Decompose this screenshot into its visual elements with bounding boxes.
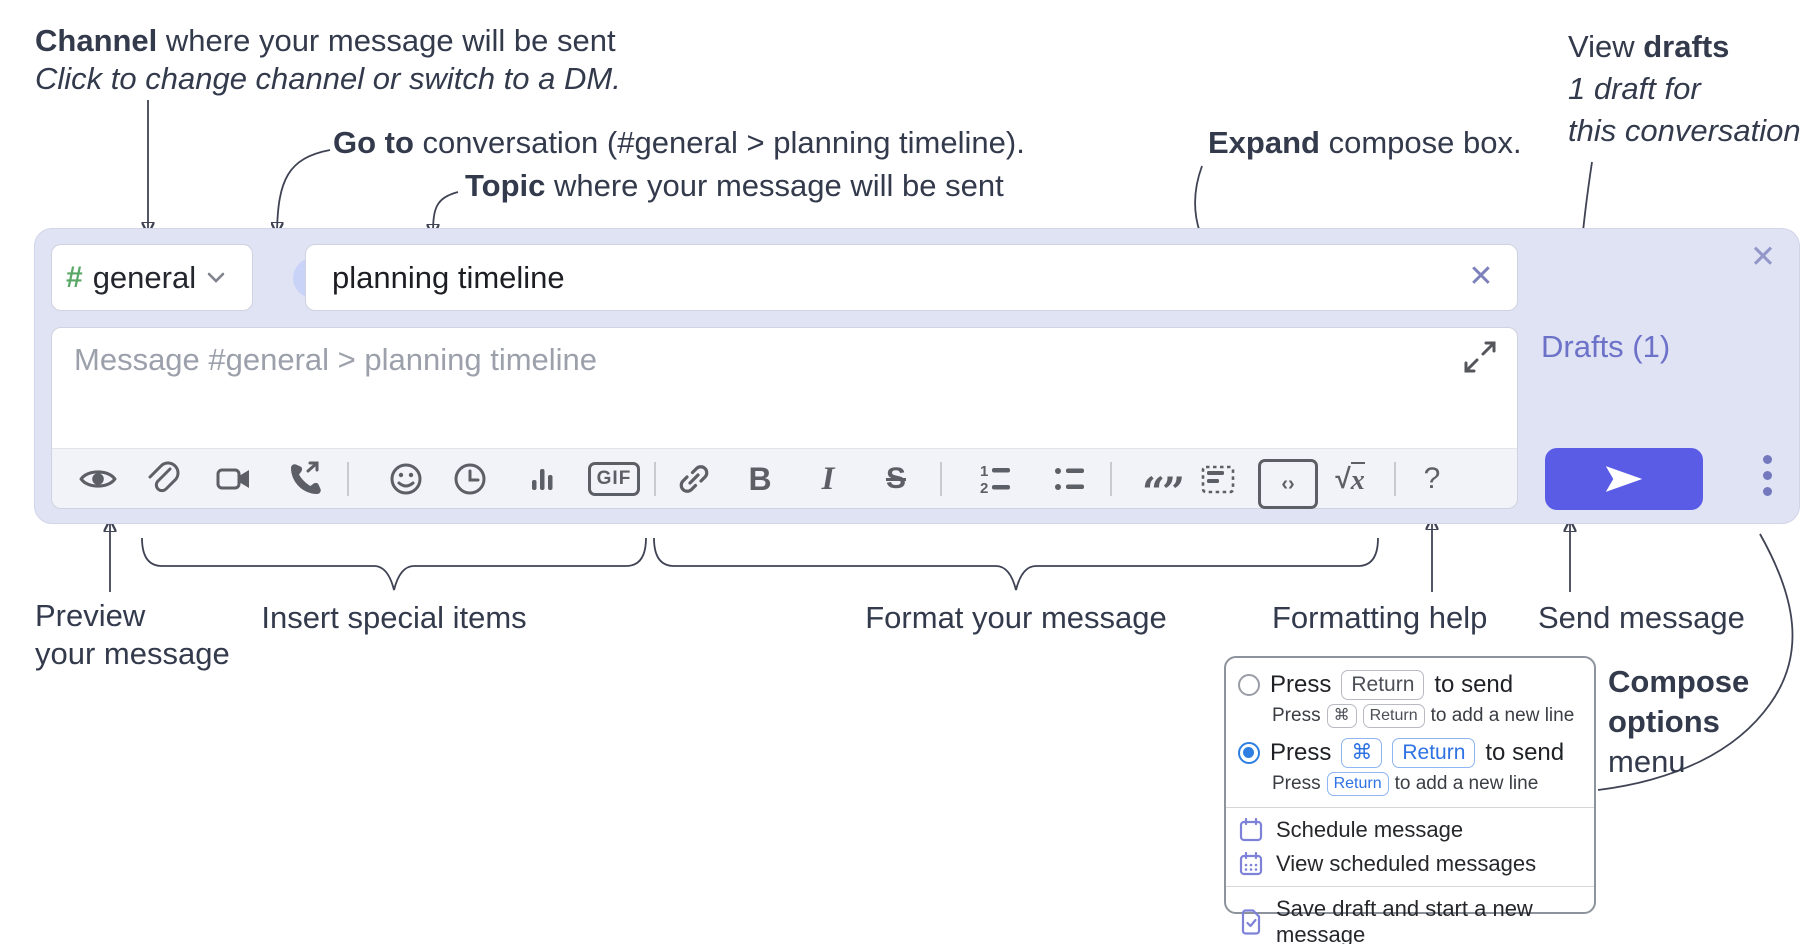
message-input[interactable] xyxy=(52,328,1517,448)
emoji-icon[interactable] xyxy=(384,459,428,499)
label-compose-options-3: menu xyxy=(1608,744,1686,779)
send-button[interactable] xyxy=(1545,448,1703,510)
channel-selector-button[interactable]: # general xyxy=(51,244,253,311)
time-icon[interactable] xyxy=(448,459,492,499)
annotation-channel-line2: Click to change channel or switch to a D… xyxy=(35,61,621,96)
annotation-draft-conv: this conversation xyxy=(1568,113,1801,148)
annotation-draft-count: 1 draft for xyxy=(1568,71,1701,106)
code-icon[interactable]: ‹› xyxy=(1258,459,1318,509)
radio-unselected-icon[interactable] xyxy=(1238,674,1260,697)
channel-name: general xyxy=(92,259,197,295)
key-return: Return xyxy=(1392,737,1476,769)
key-return: Return xyxy=(1341,670,1425,701)
menu-divider xyxy=(1226,885,1594,887)
calendar-grid-icon xyxy=(1239,851,1263,875)
annotation-channel: Channel where your message will be sent xyxy=(35,23,616,58)
gif-icon[interactable]: GIF xyxy=(586,459,642,499)
label-compose-options-1: Compose xyxy=(1608,664,1750,699)
expand-compose-icon[interactable] xyxy=(1463,340,1497,374)
key-cmd: ⌘ xyxy=(1341,737,1383,769)
drafts-link[interactable]: Drafts (1) xyxy=(1541,329,1671,364)
menu-item-schedule-message[interactable]: Schedule message xyxy=(1226,813,1594,847)
bulleted-list-icon[interactable] xyxy=(1048,459,1092,499)
topic-input-box: ✕ xyxy=(305,244,1518,311)
label-format: Format your message xyxy=(865,600,1167,635)
label-preview: Preview xyxy=(35,598,146,633)
topic-input[interactable] xyxy=(306,245,1517,310)
preview-eye-icon[interactable] xyxy=(76,459,120,499)
label-compose-options-2: options xyxy=(1608,704,1720,739)
label-send-message: Send message xyxy=(1538,600,1745,635)
brace-format xyxy=(653,537,1379,591)
brace-insert xyxy=(141,537,647,591)
label-preview-line2: your message xyxy=(35,636,230,671)
link-icon[interactable] xyxy=(672,459,716,499)
math-icon[interactable]: √x xyxy=(1335,461,1365,496)
attach-file-icon[interactable] xyxy=(140,459,184,499)
toolbar-divider xyxy=(1394,462,1396,496)
menu-divider xyxy=(1226,806,1594,808)
poll-icon[interactable] xyxy=(520,459,564,499)
annotation-view-drafts: View drafts xyxy=(1568,29,1730,64)
voice-call-icon[interactable] xyxy=(282,459,326,499)
key-cmd: ⌘ xyxy=(1326,704,1357,728)
italic-icon[interactable]: I xyxy=(821,460,835,497)
key-return: Return xyxy=(1362,704,1425,728)
close-compose-icon[interactable]: ✕ xyxy=(1750,239,1776,274)
svg-text:1: 1 xyxy=(980,463,988,480)
toolbar-divider xyxy=(940,462,942,496)
calendar-icon xyxy=(1239,817,1263,841)
svg-text:2: 2 xyxy=(980,480,988,497)
spoiler-icon[interactable] xyxy=(1196,459,1240,499)
label-insert: Insert special items xyxy=(261,600,527,635)
annotation-expand: Expand compose box. xyxy=(1208,125,1522,160)
radio-selected-icon[interactable] xyxy=(1238,742,1260,765)
menu-item-view-scheduled[interactable]: View scheduled messages xyxy=(1226,847,1594,881)
menu-item-save-draft[interactable]: Save draft and start a new message xyxy=(1226,892,1594,944)
strikethrough-icon[interactable]: S xyxy=(885,462,906,495)
quote-icon[interactable]: “” xyxy=(1141,469,1185,516)
help-icon[interactable]: ? xyxy=(1423,462,1441,495)
channel-hash-icon: # xyxy=(66,260,83,294)
toolbar-divider xyxy=(347,462,349,496)
bold-icon[interactable]: B xyxy=(748,460,772,497)
toolbar-divider xyxy=(1110,462,1112,496)
key-return: Return xyxy=(1326,772,1389,796)
video-call-icon[interactable] xyxy=(212,459,256,499)
send-plane-icon xyxy=(1605,466,1643,492)
compose-options-dots-icon[interactable] xyxy=(1757,455,1777,496)
compose-box: # general ✕ ✕ xyxy=(34,228,1800,524)
chevron-down-icon xyxy=(207,272,225,283)
clear-topic-icon[interactable]: ✕ xyxy=(1468,260,1494,293)
label-formatting-help: Formatting help xyxy=(1272,600,1488,635)
toolbar-divider xyxy=(654,462,656,496)
annotation-topic: Topic where your message will be sent xyxy=(465,168,1004,203)
message-input-box xyxy=(51,327,1518,449)
annotation-goto: Go to conversation (#general > planning … xyxy=(333,125,1025,160)
arrow-goto xyxy=(277,149,331,232)
save-draft-icon xyxy=(1241,909,1261,935)
